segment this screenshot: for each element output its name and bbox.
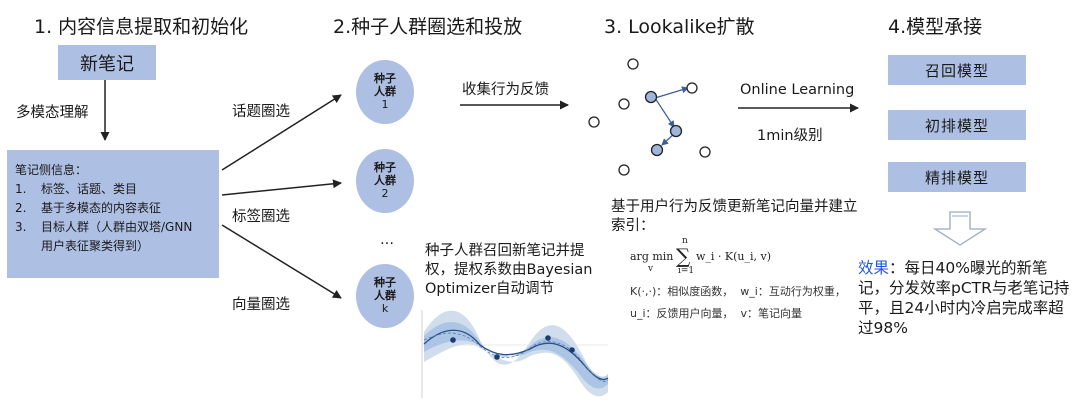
step1-header: 1. 内容信息提取和初始化	[34, 16, 249, 38]
effect-label: 效果	[858, 259, 890, 277]
seed-oval-2	[356, 149, 414, 213]
prerank-model-box: 初排模型	[888, 110, 1026, 140]
update-description: 基于用户行为反馈更新笔记向量并建立索引：	[611, 199, 858, 234]
formula: arg min v n ∑ i=1 w_i · K(u_i, v)	[630, 236, 772, 276]
recall-model-box: 召回模型	[888, 55, 1026, 85]
recall-description: 种子人群召回新笔记并提权，提权系数由Bayesian Optimizer自动调节	[425, 243, 593, 297]
step4-header: 4.模型承接	[888, 16, 983, 38]
new-note-box: 新笔记	[58, 45, 156, 80]
note-info-item-3-cont: 用户表征聚类得到）	[41, 239, 150, 253]
seed-ellipsis: …	[380, 232, 394, 248]
note-info-box: 笔记侧信息： 1.标签、话题、类目 2.基于多模态的内容表征 3.目标人群（人群…	[7, 150, 219, 278]
vector-select-label: 向量圈选	[232, 297, 290, 313]
tag-select-label: 标签圈选	[232, 209, 290, 225]
online-learning-label: Online Learning	[740, 82, 855, 98]
formula-legend-2: u_i：反馈用户向量， v：笔记向量	[630, 307, 803, 320]
effect-text: 效果：每日40%曝光的新笔记，分发效率pCTR与老笔记持平，且24小时内冷启完成…	[858, 259, 1070, 337]
lookalike-graph	[588, 58, 711, 176]
note-info-item-2: 2.基于多模态的内容表征	[15, 201, 162, 215]
vector-arrow	[221, 224, 342, 299]
note-info-item-1: 1.标签、话题、类目	[15, 182, 138, 196]
formula-legend-1: K(·,·)：相似度函数， w_i：互动行为权重，	[630, 285, 846, 298]
tag-arrow	[221, 179, 342, 196]
bayes-plot	[421, 310, 609, 398]
step2-header: 2.种子人群圈选和投放	[333, 16, 523, 38]
seed-oval-1	[356, 60, 414, 124]
feedback-label: 收集行为反馈	[462, 82, 549, 98]
rank-model-box: 精排模型	[888, 162, 1026, 192]
note-info-item-3: 3.目标人群（人群由双塔/GNN	[15, 220, 193, 234]
topic-arrow	[221, 94, 342, 171]
topic-select-label: 话题圈选	[232, 104, 290, 120]
block-down-arrow	[932, 211, 988, 246]
note-info-title: 笔记侧信息：	[15, 163, 88, 177]
seed-oval-k	[356, 264, 414, 328]
multimodal-label: 多模态理解	[16, 105, 89, 121]
level-label: 1min级别	[757, 128, 823, 144]
step3-header: 3. Lookalike扩散	[604, 16, 755, 38]
